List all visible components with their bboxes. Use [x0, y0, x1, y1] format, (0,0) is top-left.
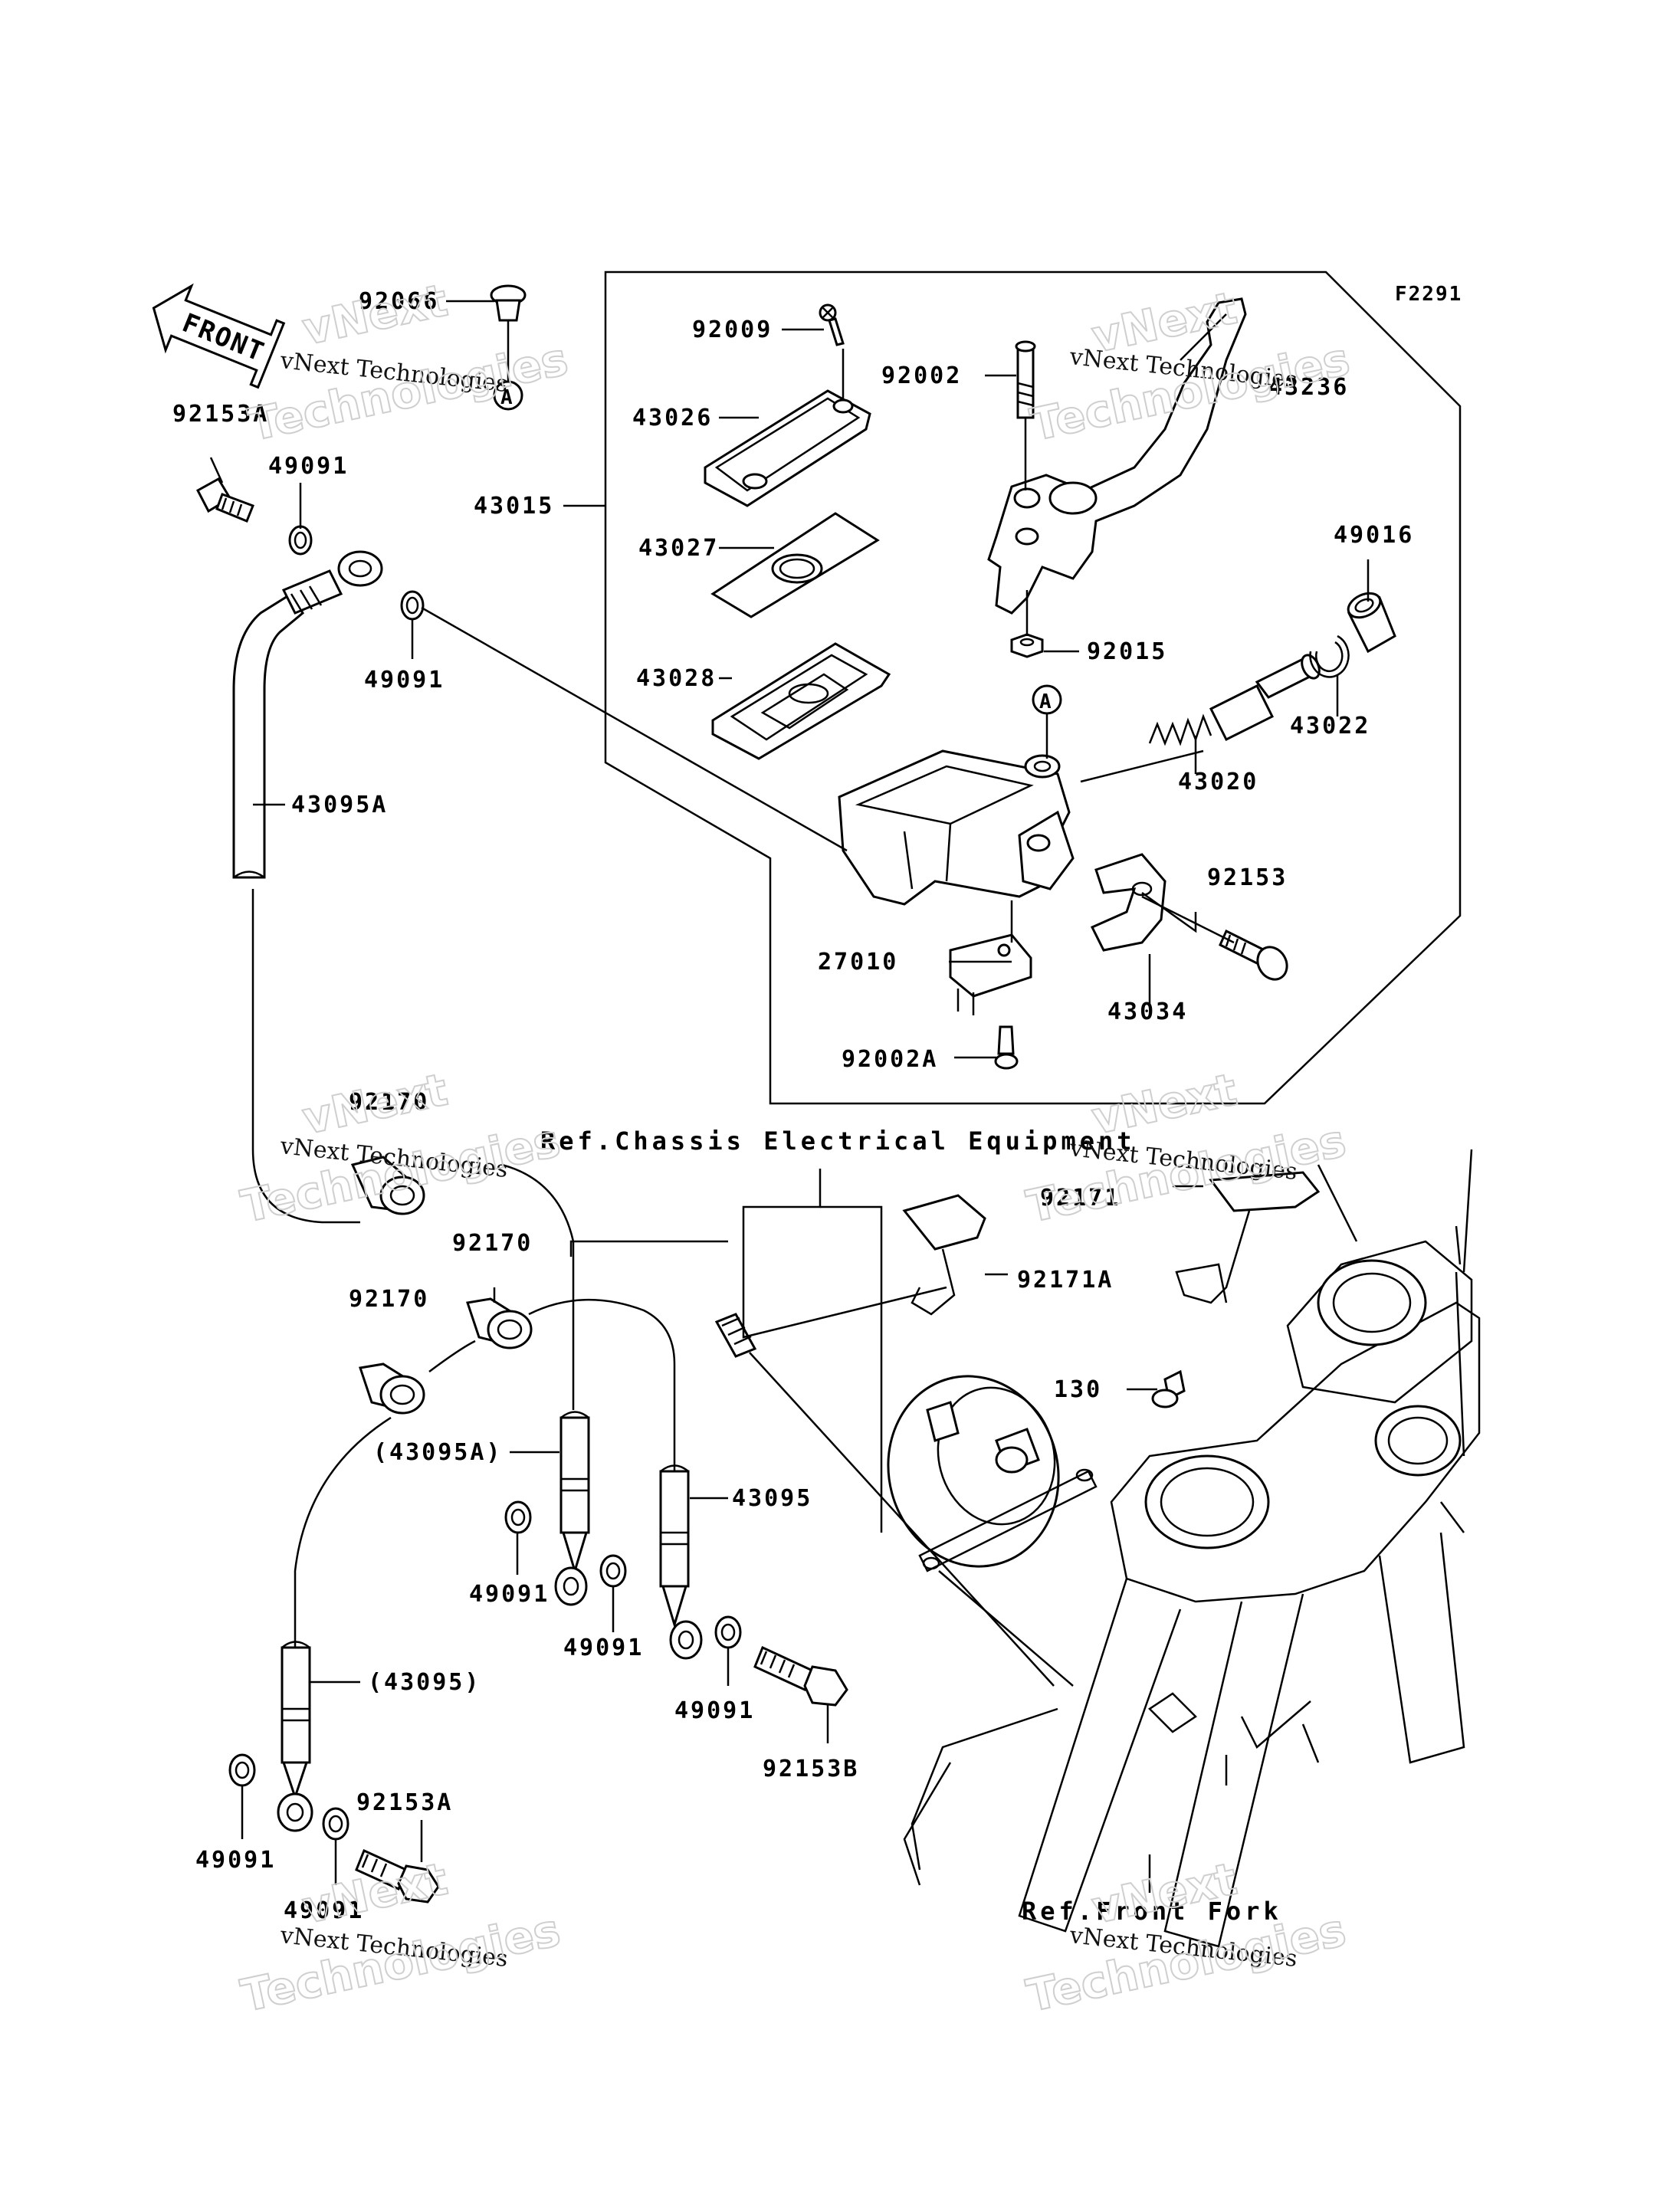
reservoir-cap-icon [704, 303, 891, 760]
part-label: 49016 [1334, 522, 1414, 549]
part-label: (43095A) [373, 1439, 503, 1466]
part-label: 49091 [195, 1847, 276, 1874]
part-label: 49091 [469, 1581, 550, 1608]
bolt-icon [1151, 1369, 1186, 1408]
part-label: 27010 [818, 949, 898, 976]
banjo-bolt-icon [195, 477, 254, 523]
washer-icon [504, 1500, 532, 1534]
part-label: 43026 [632, 405, 713, 431]
part-label: 49091 [364, 667, 445, 694]
part-label: 49091 [674, 1697, 755, 1724]
part-label: 43015 [474, 493, 554, 520]
part-label: 92171A [1017, 1267, 1114, 1294]
part-label: 92170 [349, 1286, 429, 1313]
part-label: 43236 [1268, 374, 1349, 401]
assembly-boundary [604, 271, 1462, 1105]
horn-icon [887, 1375, 1098, 1572]
watermark-vnext: vNext [1088, 1064, 1242, 1145]
callout-a-body: A [1032, 684, 1062, 715]
front-arrow-icon: FRONT [152, 283, 286, 389]
part-label: 43020 [1178, 769, 1258, 795]
washer-icon [714, 1615, 742, 1649]
piston-spring-icon [1148, 654, 1321, 746]
washer-icon [322, 1807, 349, 1841]
part-label: 43027 [638, 535, 719, 562]
figure-code: F2291 [1395, 283, 1462, 306]
leader-lines [209, 300, 1370, 1893]
part-label: 49091 [268, 453, 349, 480]
part-labels: F2291 92066 92153A 49091 49091 43095A 92… [172, 283, 1462, 1926]
pivot-bolt-icon [1015, 340, 1036, 419]
part-label: 43022 [1290, 713, 1370, 739]
nut-icon [1010, 633, 1044, 658]
part-label: 92002A [842, 1046, 938, 1073]
bolt-icon [1219, 929, 1288, 981]
watermark-vnext: vNext [298, 1064, 452, 1145]
part-label: 92171 [1040, 1185, 1121, 1212]
ref-chassis-label: Ref.Chassis Electrical Equipment [540, 1126, 1136, 1156]
watermark-technologies: Technologies [237, 1114, 565, 1232]
banjo-bolt-icon [355, 1848, 440, 1904]
clamp-icon [1090, 853, 1166, 952]
washer-icon [228, 1753, 256, 1787]
hose-joint-icon [466, 1297, 533, 1349]
part-label: 49091 [563, 1635, 644, 1661]
brake-lever-icon [987, 297, 1247, 615]
brake-light-switch-icon [949, 933, 1032, 1015]
front-fork-icon [903, 1149, 1481, 1948]
circlip-icon [1309, 635, 1350, 678]
hose-joint-icon [350, 1156, 425, 1215]
part-label: 92170 [452, 1230, 533, 1257]
brake-hose-upper-icon [232, 550, 383, 1224]
callout-a-top-text: A [500, 386, 513, 409]
part-label: 43028 [636, 665, 717, 692]
part-label: 92153A [172, 401, 269, 428]
hose-fitting-icon [277, 1641, 313, 1832]
washer-icon [288, 525, 313, 556]
part-label: 130 [1054, 1376, 1102, 1403]
part-label: 92066 [359, 288, 439, 315]
part-label: 92153 [1207, 864, 1288, 891]
hose-fitting-icon [659, 1464, 703, 1660]
banjo-bolt-icon [753, 1645, 848, 1707]
part-label: 92153B [763, 1756, 859, 1782]
part-label: 92153A [356, 1789, 453, 1816]
part-label: 92002 [881, 362, 962, 389]
part-label: 92170 [349, 1089, 429, 1116]
bolt-icon [714, 1313, 757, 1358]
screw-icon [994, 1025, 1019, 1070]
washer-icon [400, 590, 425, 621]
bleeder-cap-icon [490, 284, 527, 322]
part-label: 49091 [284, 1897, 364, 1924]
part-label: 43095A [291, 792, 388, 818]
hose-joint-icon [359, 1362, 425, 1415]
part-label: 43034 [1107, 998, 1188, 1025]
part-label: 43095 [732, 1485, 812, 1512]
part-label: 92015 [1087, 638, 1167, 665]
washer-icon [599, 1554, 627, 1588]
hose-fitting-icon [554, 1411, 590, 1606]
dust-boot-icon [1347, 592, 1396, 654]
callout-a-body-text: A [1039, 690, 1052, 713]
master-cylinder-icon [838, 749, 1075, 906]
part-label: 92009 [692, 316, 773, 343]
part-label: (43095) [368, 1669, 481, 1696]
watermark-vnext: vNext [298, 274, 452, 356]
ref-front-fork-label: Ref.Front Fork [1022, 1897, 1282, 1926]
horn-bracket-icon [902, 1171, 1321, 1316]
